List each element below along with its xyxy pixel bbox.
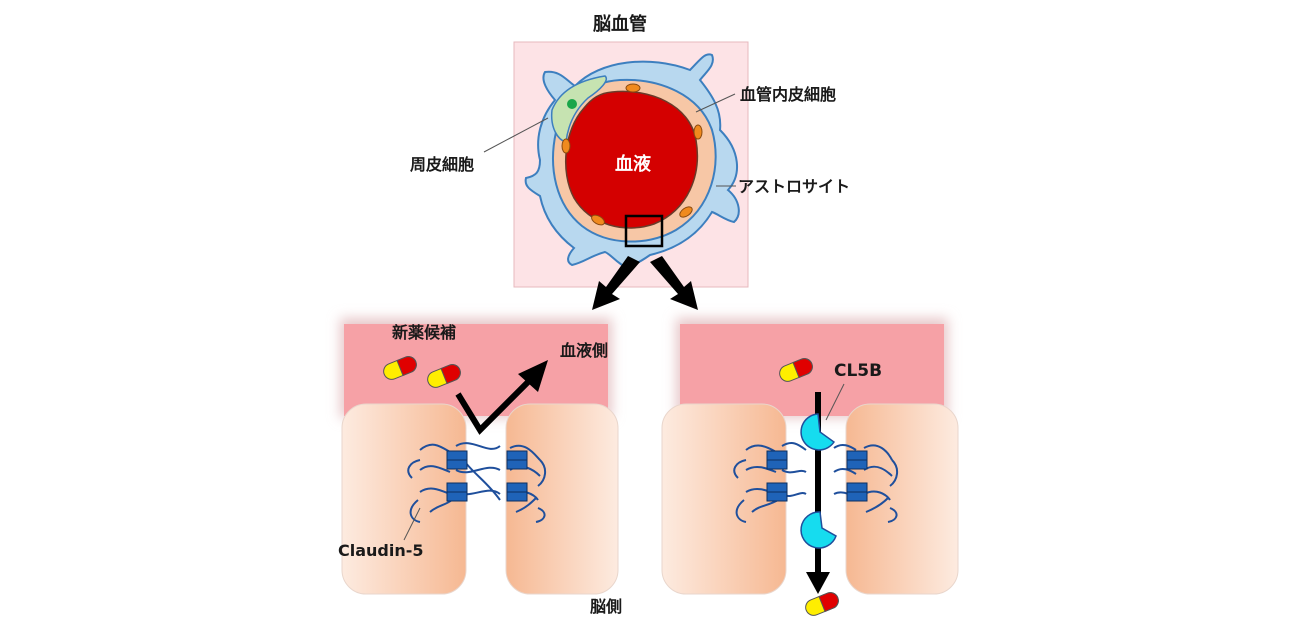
arrow-icon (455, 379, 531, 435)
arrow-icon (518, 360, 548, 392)
claudin-strands (733, 442, 898, 523)
title: 脳血管 (593, 13, 647, 35)
zoom-box (624, 214, 664, 248)
pericyte-label: 周皮細胞 (410, 155, 474, 174)
zoom-arrows (592, 256, 698, 310)
panel-right (661, 318, 959, 619)
drug-candidate-label: 新薬候補 (392, 323, 456, 342)
endothelial-cell-right (505, 403, 619, 595)
blood-lumen (565, 90, 699, 229)
claudin-label: Claudin-5 (338, 541, 424, 560)
claudin-leader (403, 507, 421, 541)
blood-side-label: 血液側 (560, 341, 608, 360)
cl5b-label: CL5B (834, 361, 882, 381)
pericyte-nucleus (567, 99, 577, 109)
antibody-icon (800, 511, 837, 549)
endothelial-cell-right (845, 403, 959, 595)
brain-side-label: 脳側 (590, 597, 622, 616)
endothelial-label: 血管内皮細胞 (740, 85, 836, 104)
arrow-icon (592, 256, 640, 310)
antibody-icon (800, 413, 836, 451)
blood-label: 血液 (615, 153, 652, 175)
pericyte (550, 75, 607, 143)
arrow-icon (806, 572, 830, 594)
cl5b-leader (825, 383, 845, 421)
panel-left (340, 318, 619, 595)
astrocyte-label: アストロサイト (738, 177, 850, 196)
arrow-icon (650, 256, 698, 310)
claudin-strands (407, 442, 546, 523)
endothelial-nuclei (561, 83, 703, 226)
leader-lines (483, 93, 736, 187)
capsule-icon (802, 589, 842, 619)
